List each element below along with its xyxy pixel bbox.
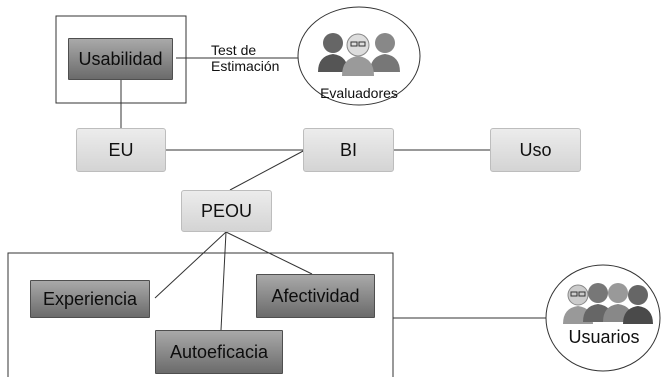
usuarios-people-icon	[563, 283, 653, 324]
evaluadores-label: Evaluadores	[320, 85, 398, 101]
edge-bi-peou	[229, 149, 306, 191]
usuarios-label: Usuarios	[568, 327, 640, 347]
node-autoeficacia: Autoeficacia	[155, 330, 283, 374]
edge-label-line2: Estimación	[211, 58, 280, 74]
node-uso: Uso	[490, 128, 581, 172]
edge-label-test: Test de Estimación	[211, 42, 279, 74]
node-afectividad: Afectividad	[256, 274, 375, 318]
evaluadores-people-icon	[318, 33, 400, 76]
edge-peou-experiencia	[154, 231, 227, 299]
node-experiencia: Experiencia	[30, 280, 150, 318]
node-usabilidad: Usabilidad	[68, 38, 173, 80]
node-eu: EU	[76, 128, 166, 172]
node-bi: BI	[303, 128, 394, 172]
node-peou: PEOU	[181, 190, 272, 232]
edge-peou-autoeficacia	[220, 231, 227, 331]
edge-peou-afectividad	[225, 231, 313, 275]
factors-frame	[7, 252, 394, 377]
edge-label-line1: Test de	[211, 42, 257, 58]
